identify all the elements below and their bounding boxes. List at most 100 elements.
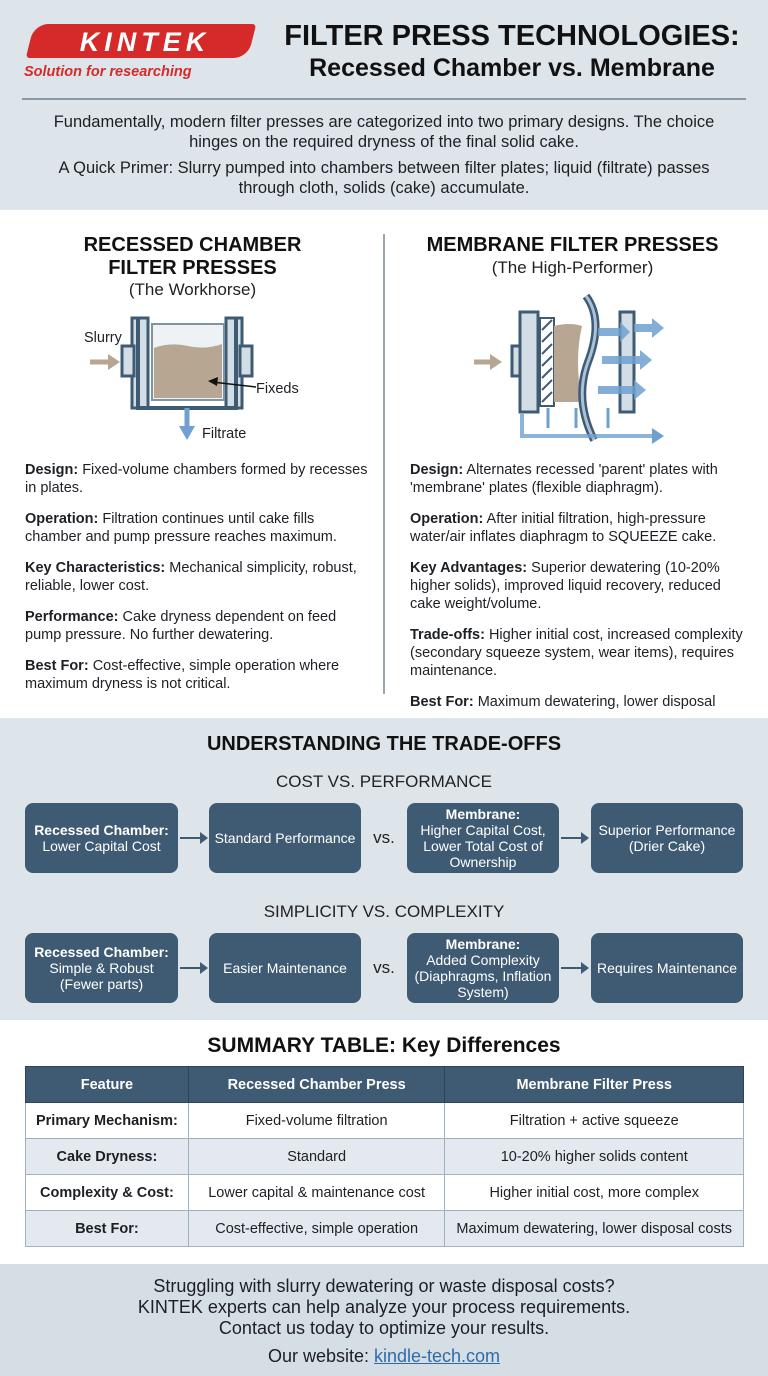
vs-label: vs. xyxy=(373,828,395,847)
footer-line-3: Contact us today to optimize your result… xyxy=(218,1318,550,1338)
table-cell: Cost-effective, simple operation xyxy=(187,1210,446,1247)
footer-website: Our website: kindle-tech.com xyxy=(20,1346,748,1367)
recessed-left-handle xyxy=(120,344,136,378)
membrane-advantages: Key Advantages: Superior dewatering (10-… xyxy=(410,560,721,612)
recessed-performance: Performance: Cake dryness dependent on f… xyxy=(25,609,337,643)
cost-box-recessed: Recessed Chamber: Lower Capital Cost xyxy=(25,803,178,873)
box-text: Standard Performance xyxy=(214,830,356,846)
kintek-logo[interactable]: KINTEK Solution for researching xyxy=(22,22,257,82)
membrane-subtitle: (The High-Performer) xyxy=(491,258,654,277)
table-cell: Higher initial cost, more complex xyxy=(444,1174,744,1211)
membrane-title: MEMBRANE FILTER PRESSES xyxy=(426,234,719,256)
vs-label: vs. xyxy=(373,958,395,977)
header-divider xyxy=(22,98,746,100)
recessed-title-line2: FILTER PRESSES xyxy=(108,257,277,279)
squeeze-arrow-icon xyxy=(598,322,630,342)
slurry-label: Slurry xyxy=(84,330,122,346)
recessed-title: RECESSED CHAMBER FILTER PRESSES xyxy=(40,234,345,280)
membrane-best-for: Best For: Maximum dewatering, lower disp… xyxy=(410,694,716,710)
tradeoffs-title: UNDERSTANDING THE TRADE-OFFS xyxy=(206,733,562,755)
recessed-best-for: Best For: Cost-effective, simple operati… xyxy=(25,658,340,692)
slurry-arrow-icon xyxy=(108,354,120,370)
table-header-row: Feature Recessed Chamber Press Membrane … xyxy=(25,1066,744,1103)
box-text: Superior Performance (Drier Cake) xyxy=(598,822,736,854)
cost-box-standard-performance: Standard Performance xyxy=(209,803,361,873)
box-text: Requires Maintenance xyxy=(596,960,738,976)
simplicity-box-membrane: Membrane: Added Complexity (Diaphragms, … xyxy=(407,933,559,1003)
table-cell: Filtration + active squeeze xyxy=(444,1102,744,1139)
footer-line-1: Struggling with slurry dewatering or was… xyxy=(153,1276,615,1296)
logo-text: KINTEK xyxy=(79,27,211,57)
box-text: Easier Maintenance xyxy=(223,960,347,976)
website-link[interactable]: kindle-tech.com xyxy=(374,1346,501,1366)
table-cell: Lower capital & maintenance cost xyxy=(187,1174,446,1211)
primer-paragraph: A Quick Primer: Slurry pumped into chamb… xyxy=(58,159,710,197)
cost-box-superior-performance: Superior Performance (Drier Cake) xyxy=(591,803,743,873)
summary-title: SUMMARY TABLE: Key Differences xyxy=(207,1034,561,1057)
recessed-subtitle: (The Workhorse) xyxy=(128,280,257,299)
recessed-chamber-diagram xyxy=(90,316,257,440)
box-text: Added Complexity (Diaphragms, Inflation … xyxy=(414,952,552,1000)
footer xyxy=(0,1264,768,1376)
column-divider xyxy=(383,234,385,694)
cost-box-membrane: Membrane: Higher Capital Cost, Lower Tot… xyxy=(407,803,559,873)
flow-arrow-icon xyxy=(180,962,208,974)
squeeze-arrow-icon xyxy=(634,318,664,338)
membrane-details: Design: Alternates recessed 'parent' pla… xyxy=(410,461,750,711)
cloth-hatching xyxy=(541,319,553,403)
membrane-press-diagram xyxy=(474,293,664,444)
intro-paragraph: Fundamentally, modern filter presses are… xyxy=(53,113,715,151)
fixeds-label: Fixeds xyxy=(256,381,299,397)
website-label: Our website: xyxy=(267,1346,369,1366)
column-header: Recessed Chamber Press xyxy=(187,1066,446,1103)
simplicity-box-easier-maintenance: Easier Maintenance xyxy=(209,933,361,1003)
table-cell: Complexity & Cost: xyxy=(25,1174,189,1211)
flow-arrow-icon xyxy=(561,832,589,844)
table-row: Cake Dryness: Standard 10-20% higher sol… xyxy=(25,1138,744,1175)
column-header: Membrane Filter Press xyxy=(444,1066,744,1103)
table-cell: Standard xyxy=(187,1138,446,1175)
simplicity-box-recessed: Recessed Chamber: Simple & Robust (Fewer… xyxy=(25,933,178,1003)
page-title: FILTER PRESS TECHNOLOGIES: xyxy=(284,20,740,52)
membrane-cake xyxy=(554,324,582,402)
flow-arrow-icon xyxy=(180,832,208,844)
membrane-operation: Operation: After initial filtration, hig… xyxy=(410,511,717,545)
membrane-design: Design: Alternates recessed 'parent' pla… xyxy=(410,462,718,496)
membrane-left-plate xyxy=(518,310,540,414)
cost-performance-title: COST VS. PERFORMANCE xyxy=(276,772,492,791)
filtrate-label: Filtrate xyxy=(202,426,247,442)
box-text: Lower Capital Cost xyxy=(42,838,161,854)
fixeds-pointer-icon xyxy=(208,377,218,386)
summary-table: Feature Recessed Chamber Press Membrane … xyxy=(25,1066,744,1247)
recessed-cake xyxy=(154,344,222,398)
box-heading: Recessed Chamber: xyxy=(34,822,169,838)
recessed-characteristics: Key Characteristics: Mechanical simplici… xyxy=(25,560,357,594)
box-text: Higher Capital Cost, Lower Total Cost of… xyxy=(420,822,546,870)
table-row: Primary Mechanism: Fixed-volume filtrati… xyxy=(25,1102,744,1139)
recessed-right-handle xyxy=(238,344,254,378)
simplicity-complexity-title: SIMPLICITY VS. COMPLEXITY xyxy=(263,902,505,921)
table-cell: Best For: xyxy=(25,1210,189,1247)
column-header: Feature xyxy=(25,1066,189,1103)
simplicity-box-requires-maintenance: Requires Maintenance xyxy=(591,933,743,1003)
table-cell: Fixed-volume filtration xyxy=(187,1102,446,1139)
box-heading: Recessed Chamber: xyxy=(34,944,169,960)
fixeds-pointer-line xyxy=(211,381,257,388)
box-heading: Membrane: xyxy=(445,936,521,952)
footer-line-2: KINTEK experts can help analyze your pro… xyxy=(137,1297,631,1317)
membrane-slurry-arrow-icon xyxy=(490,354,502,370)
recessed-operation: Operation: Filtration continues until ca… xyxy=(25,511,337,545)
box-text: Simple & Robust (Fewer parts) xyxy=(49,960,154,992)
table-cell: Primary Mechanism: xyxy=(25,1102,189,1139)
logo-tagline: Solution for researching xyxy=(24,64,192,80)
membrane-drain-line xyxy=(520,414,656,438)
squeeze-arrow-icon xyxy=(598,380,646,400)
filtrate-arrow-icon xyxy=(179,426,195,440)
recessed-design: Design: Fixed-volume chambers formed by … xyxy=(25,462,368,496)
recessed-details: Design: Fixed-volume chambers formed by … xyxy=(25,461,370,693)
box-heading: Membrane: xyxy=(445,806,521,822)
table-cell: Cake Dryness: xyxy=(25,1138,189,1175)
membrane-tradeoffs: Trade-offs: Higher initial cost, increas… xyxy=(410,627,743,679)
squeeze-arrow-icon xyxy=(602,350,652,370)
page-subtitle: Recessed Chamber vs. Membrane xyxy=(309,54,715,82)
